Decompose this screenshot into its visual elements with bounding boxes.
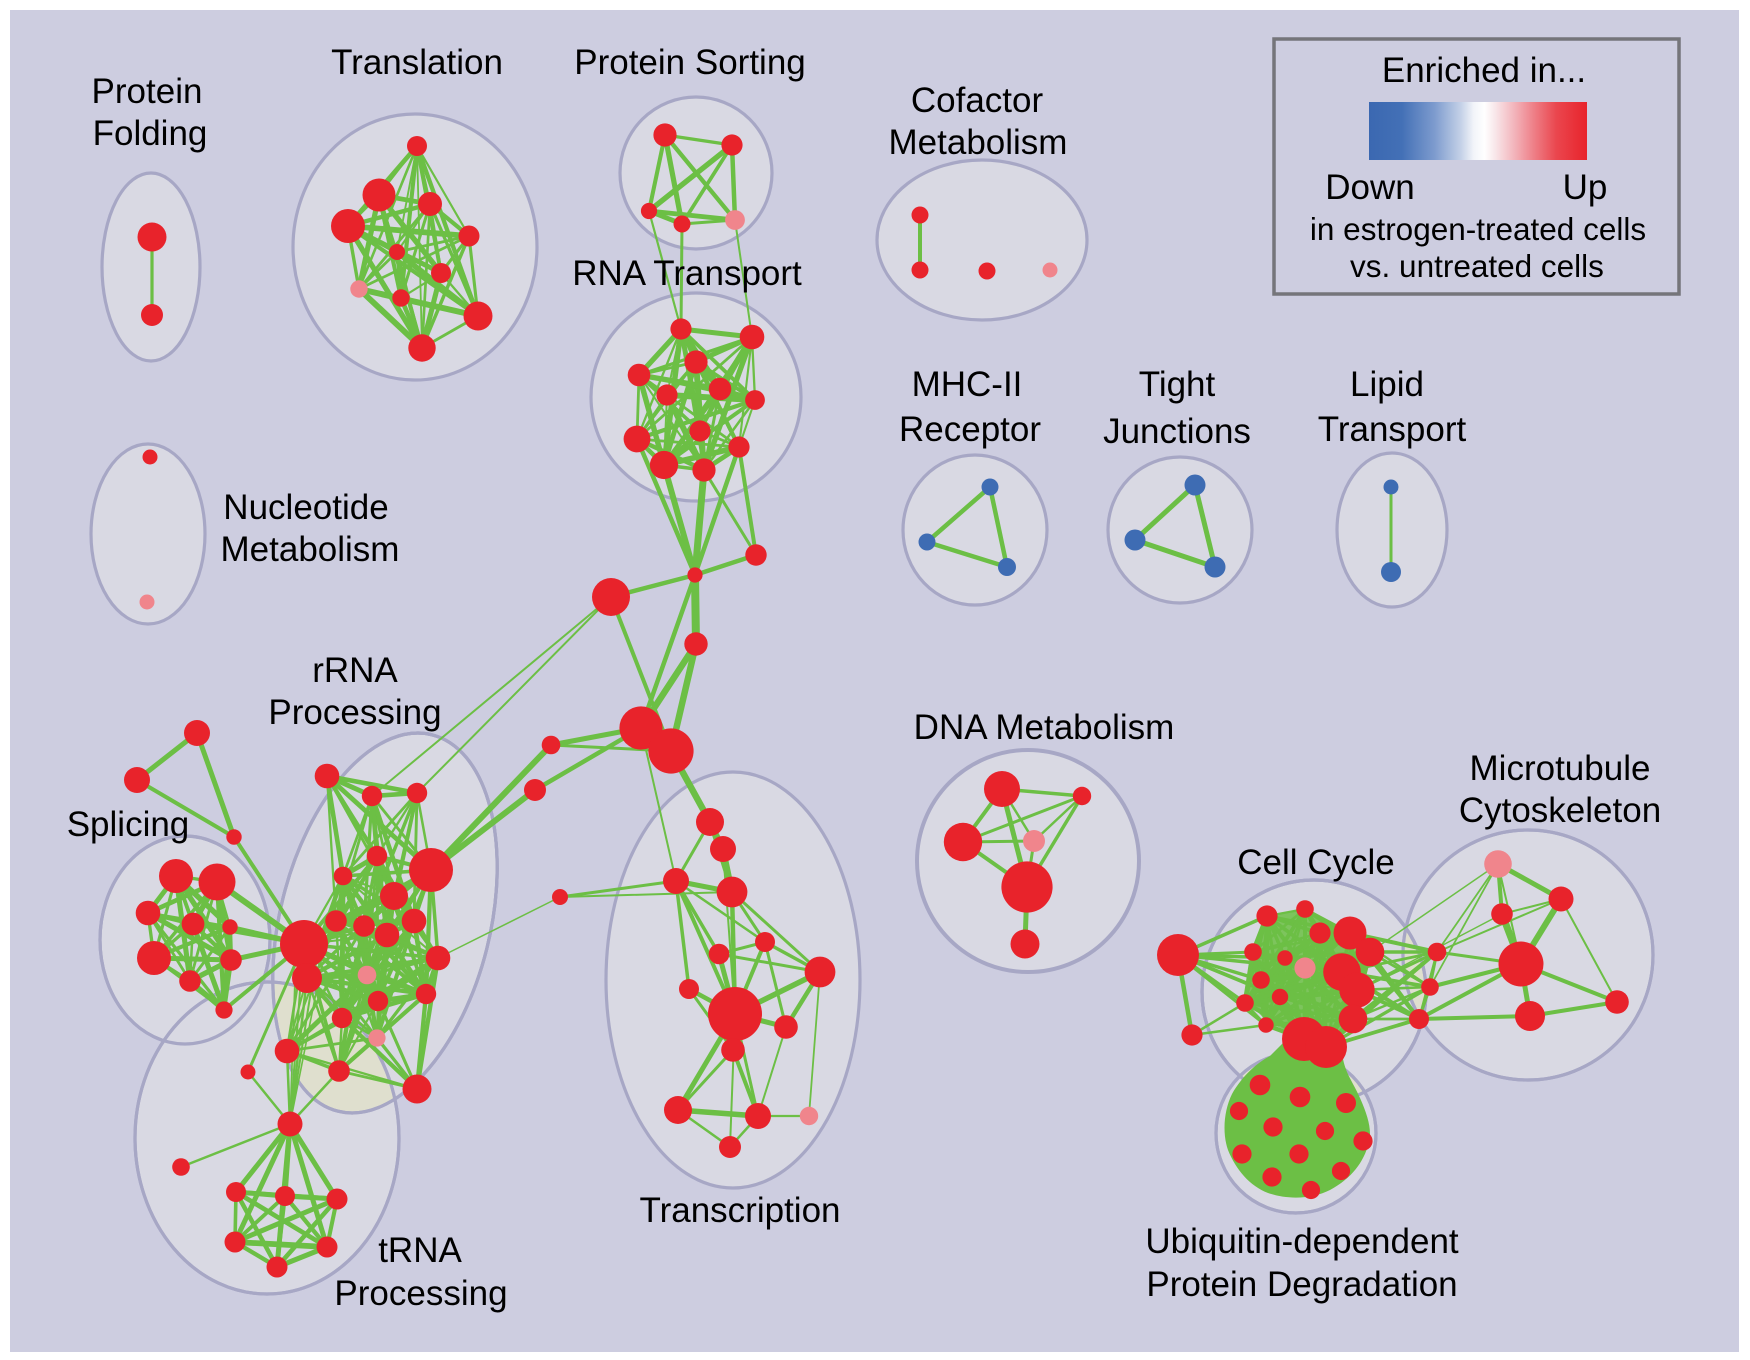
svg-text:Metabolism: Metabolism xyxy=(221,530,400,569)
svg-text:Ubiquitin-dependent: Ubiquitin-dependent xyxy=(1145,1222,1459,1261)
svg-text:vs. untreated cells: vs. untreated cells xyxy=(1350,248,1604,284)
svg-text:Protein Sorting: Protein Sorting xyxy=(574,43,806,82)
svg-text:Folding: Folding xyxy=(93,114,208,153)
svg-text:Junctions: Junctions xyxy=(1103,412,1251,451)
svg-text:Processing: Processing xyxy=(334,1274,507,1313)
svg-text:rRNA: rRNA xyxy=(312,651,398,690)
svg-text:Receptor: Receptor xyxy=(899,410,1041,449)
svg-text:Splicing: Splicing xyxy=(67,805,190,844)
svg-text:Nucleotide: Nucleotide xyxy=(223,488,388,527)
svg-text:Protein Degradation: Protein Degradation xyxy=(1146,1265,1457,1304)
svg-text:Tight: Tight xyxy=(1139,365,1216,404)
svg-text:Protein: Protein xyxy=(92,72,203,111)
svg-text:MHC-II: MHC-II xyxy=(912,365,1023,404)
svg-text:Processing: Processing xyxy=(268,693,441,732)
svg-text:Transport: Transport xyxy=(1318,410,1467,449)
svg-text:DNA Metabolism: DNA Metabolism xyxy=(914,708,1175,747)
svg-text:Metabolism: Metabolism xyxy=(889,123,1068,162)
svg-text:tRNA: tRNA xyxy=(378,1231,462,1270)
svg-text:Translation: Translation xyxy=(331,43,503,82)
svg-text:Up: Up xyxy=(1563,168,1608,207)
svg-text:Transcription: Transcription xyxy=(640,1191,841,1230)
svg-text:Down: Down xyxy=(1325,168,1414,207)
svg-text:Cytoskeleton: Cytoskeleton xyxy=(1459,791,1661,830)
svg-text:Cofactor: Cofactor xyxy=(911,81,1044,120)
svg-text:RNA Transport: RNA Transport xyxy=(572,254,802,293)
svg-text:Enriched in...: Enriched in... xyxy=(1382,51,1586,90)
svg-text:Cell Cycle: Cell Cycle xyxy=(1237,843,1395,882)
svg-text:in estrogen-treated cells: in estrogen-treated cells xyxy=(1310,211,1646,247)
svg-text:Lipid: Lipid xyxy=(1350,365,1424,404)
svg-text:Microtubule: Microtubule xyxy=(1470,749,1651,788)
